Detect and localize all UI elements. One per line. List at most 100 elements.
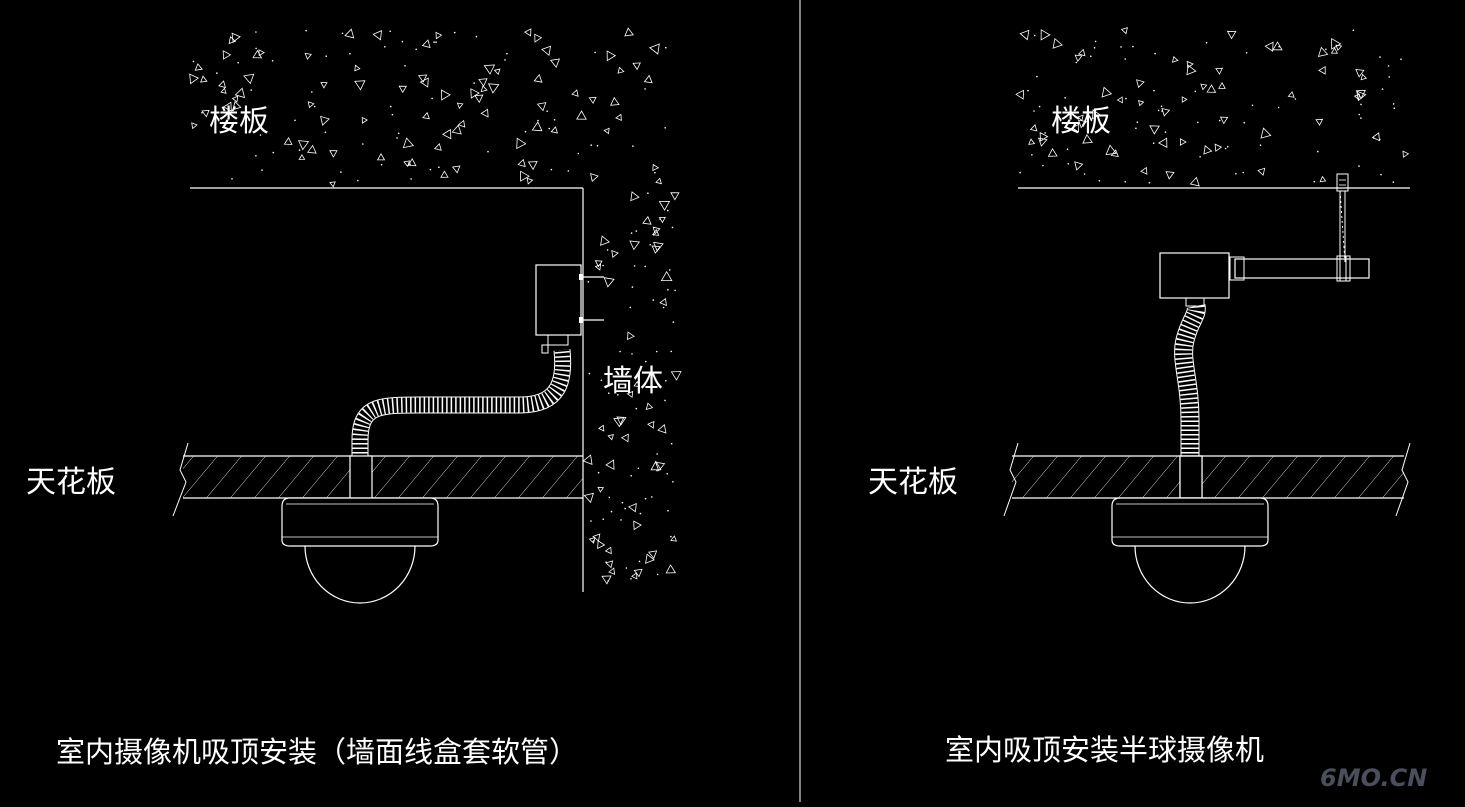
aggregate-mark — [1033, 110, 1035, 112]
aggregate-mark — [526, 177, 534, 185]
aggregate-mark — [389, 105, 392, 108]
aggregate-mark — [311, 91, 313, 93]
aggregate-mark — [633, 265, 636, 267]
aggregate-mark — [656, 469, 658, 472]
aggregate-mark — [1189, 176, 1200, 187]
aggregate-mark — [357, 179, 359, 182]
aggregate-mark — [588, 537, 596, 544]
aggregate-mark — [258, 49, 265, 57]
aggregate-mark — [398, 85, 408, 94]
aggregate-mark — [1042, 164, 1044, 167]
aggregate-mark — [1019, 29, 1030, 41]
aggregate-mark — [1036, 75, 1038, 78]
aggregate-mark — [1031, 154, 1033, 156]
aggregate-mark — [1116, 96, 1123, 104]
aggregate-mark — [329, 181, 336, 188]
aggregate-mark — [1235, 173, 1237, 175]
aggregate-mark — [431, 97, 433, 100]
aggregate-mark — [548, 127, 551, 130]
aggregate-mark — [1125, 97, 1127, 100]
aggregate-mark — [1094, 40, 1097, 43]
aggregate-mark — [649, 244, 651, 246]
aggregate-mark — [320, 82, 328, 89]
aggregate-mark — [417, 74, 428, 83]
aggregate-mark — [665, 46, 667, 49]
aggregate-mark — [397, 132, 400, 135]
aggregate-mark — [228, 36, 237, 45]
right-rigid-conduit — [1229, 255, 1370, 282]
aggregate-mark — [429, 168, 432, 171]
aggregate-mark — [631, 353, 633, 355]
aggregate-mark — [605, 459, 615, 470]
aggregate-mark — [306, 144, 317, 154]
aggregate-mark — [474, 94, 484, 104]
right-ceiling-panel — [1003, 442, 1411, 517]
aggregate-mark — [631, 572, 638, 580]
aggregate-mark — [644, 88, 646, 90]
aggregate-mark — [657, 424, 667, 434]
aggregate-mark — [440, 170, 449, 178]
aggregate-mark — [1358, 113, 1360, 116]
aggregate-mark — [603, 127, 610, 135]
right-label-floor-slab: 楼板 — [1051, 104, 1111, 139]
aggregate-mark — [361, 116, 368, 124]
aggregate-mark — [588, 96, 597, 104]
aggregate-mark — [1352, 29, 1355, 32]
aggregate-mark — [272, 151, 275, 154]
aggregate-mark — [435, 41, 437, 43]
aggregate-mark — [615, 113, 622, 122]
aggregate-mark — [1132, 45, 1134, 48]
aggregate-mark — [630, 578, 632, 580]
aggregate-mark — [404, 65, 406, 67]
aggregate-mark — [201, 111, 203, 114]
aggregate-mark — [670, 371, 682, 381]
aggregate-mark — [297, 140, 310, 151]
aggregate-mark — [668, 269, 671, 271]
aggregate-mark — [1077, 119, 1088, 129]
aggregate-mark — [649, 43, 660, 55]
aggregate-mark — [1272, 41, 1283, 51]
aggregate-mark — [670, 350, 672, 353]
aggregate-mark — [1214, 143, 1223, 152]
aggregate-mark — [191, 122, 198, 130]
aggregate-mark — [475, 35, 478, 38]
aggregate-mark — [1186, 64, 1197, 76]
aggregate-mark — [1319, 175, 1327, 183]
aggregate-mark — [250, 89, 252, 91]
aggregate-mark — [396, 137, 398, 139]
aggregate-mark — [1154, 52, 1156, 55]
aggregate-mark — [1165, 171, 1175, 180]
aggregate-mark — [658, 200, 671, 211]
aggregate-mark — [1082, 134, 1093, 144]
aggregate-mark — [1074, 161, 1084, 171]
right-caption: 室内吸顶安装半球摄像机 — [945, 733, 1264, 767]
aggregate-mark — [194, 63, 203, 71]
aggregate-mark — [1077, 48, 1086, 57]
aggregate-mark — [632, 62, 641, 71]
aggregate-mark — [655, 177, 662, 185]
aggregate-mark — [1380, 173, 1382, 176]
aggregate-mark — [541, 45, 552, 57]
aggregate-mark — [1388, 76, 1390, 78]
aggregate-mark — [1257, 167, 1266, 176]
aggregate-mark — [549, 58, 561, 68]
aggregate-mark — [611, 249, 619, 258]
aggregate-mark — [1360, 117, 1362, 119]
aggregate-mark — [664, 399, 666, 402]
aggregate-mark — [527, 161, 538, 171]
aggregate-mark — [1136, 79, 1145, 89]
aggregate-mark — [222, 101, 232, 112]
aggregate-mark — [313, 105, 316, 108]
aggregate-mark — [546, 110, 548, 112]
aggregate-mark — [298, 154, 306, 160]
aggregate-mark — [1015, 89, 1025, 100]
aggregate-mark — [493, 68, 501, 76]
aggregate-mark — [506, 52, 508, 55]
aggregate-mark — [1379, 138, 1381, 141]
aggregate-mark — [619, 350, 621, 353]
aggregate-mark — [271, 60, 274, 62]
aggregate-mark — [596, 144, 599, 147]
aggregate-mark — [220, 87, 227, 94]
aggregate-mark — [218, 80, 226, 89]
